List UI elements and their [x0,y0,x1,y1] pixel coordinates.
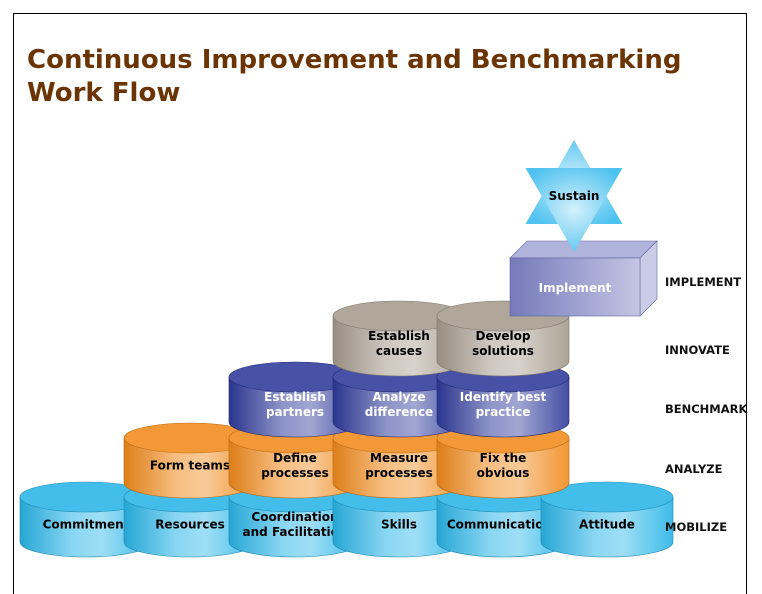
slide-title: Continuous Improvement and Benchmarking … [27,45,682,108]
cylinder-body [436,376,570,438]
stage-label-mobilize: MOBILIZE [665,520,727,534]
step-label: Skills [381,518,417,532]
step-label: Commitment [43,518,130,532]
frame-top-border [13,13,747,14]
stage-label-implement: IMPLEMENT [665,275,741,289]
analyze-cylinder: Form teams [123,422,257,499]
frame-left-border [13,13,14,594]
implement-label: Implement [539,281,612,295]
step-label: Attitude [579,518,635,532]
step-label: Resources [155,518,225,532]
frame-right-border [746,13,747,594]
stage-label-innovate: INNOVATE [665,343,730,357]
implement-box: Implement [509,240,658,317]
stage-label-benchmark: BENCHMARK [665,402,749,416]
mobilize-cylinder: Attitude [540,481,674,558]
sustain-label: Sustain [549,189,600,203]
star-triangle-down [525,168,623,252]
box-front-face [509,257,641,317]
mobilize-cylinder: Commitment [19,481,153,558]
cylinder-top [540,481,674,513]
step-label: Communications [447,518,559,532]
cylinder-body [436,315,570,377]
box-top-face [509,240,658,259]
sustain-star-icon: Sustain [525,140,623,252]
cylinder-body [436,437,570,499]
stage-label-analyze: ANALYZE [665,462,723,476]
step-label: Form teams [150,459,230,473]
cylinder-body [540,496,674,558]
